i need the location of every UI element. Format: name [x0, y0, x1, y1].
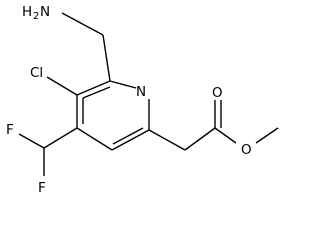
bond-c3-c2	[76, 80, 111, 96]
bond-c6-c5	[111, 129, 150, 151]
chlorine-label: Cl	[30, 65, 43, 81]
bond-c4-chf2	[43, 127, 78, 149]
molecule-drawing: H 2 N Cl N F F O O	[6, 4, 279, 196]
amine-h-label: H	[22, 4, 32, 20]
bond-c6-c5-inner	[112, 127, 144, 145]
bond-c3-cl	[46, 76, 78, 96]
bond-n-ch2	[61, 12, 104, 36]
bond-o-methyl	[255, 127, 279, 144]
ester-oxygen-label: O	[241, 142, 252, 158]
amine-subscript: 2	[33, 11, 39, 22]
bond-ch2-carbonyl	[184, 127, 216, 151]
amine-n-label: N	[40, 4, 50, 20]
carbonyl-oxygen-label: O	[212, 85, 223, 101]
bond-c2-n1	[109, 80, 137, 89]
structure-canvas: H 2 N Cl N F F O O	[6, 4, 279, 196]
bond-ch2-c2	[102, 34, 111, 82]
bond-c6-ch2	[148, 129, 186, 151]
ring-nitrogen-label: N	[136, 84, 146, 100]
bond-chf2-f-top	[18, 133, 45, 149]
bond-c3-c2-inner	[82, 86, 111, 99]
fluorine-bottom-label: F	[38, 180, 46, 196]
bond-carbonyl-o-ester	[214, 127, 237, 144]
fluorine-top-label: F	[6, 122, 14, 138]
bond-c5-c4	[76, 127, 113, 151]
